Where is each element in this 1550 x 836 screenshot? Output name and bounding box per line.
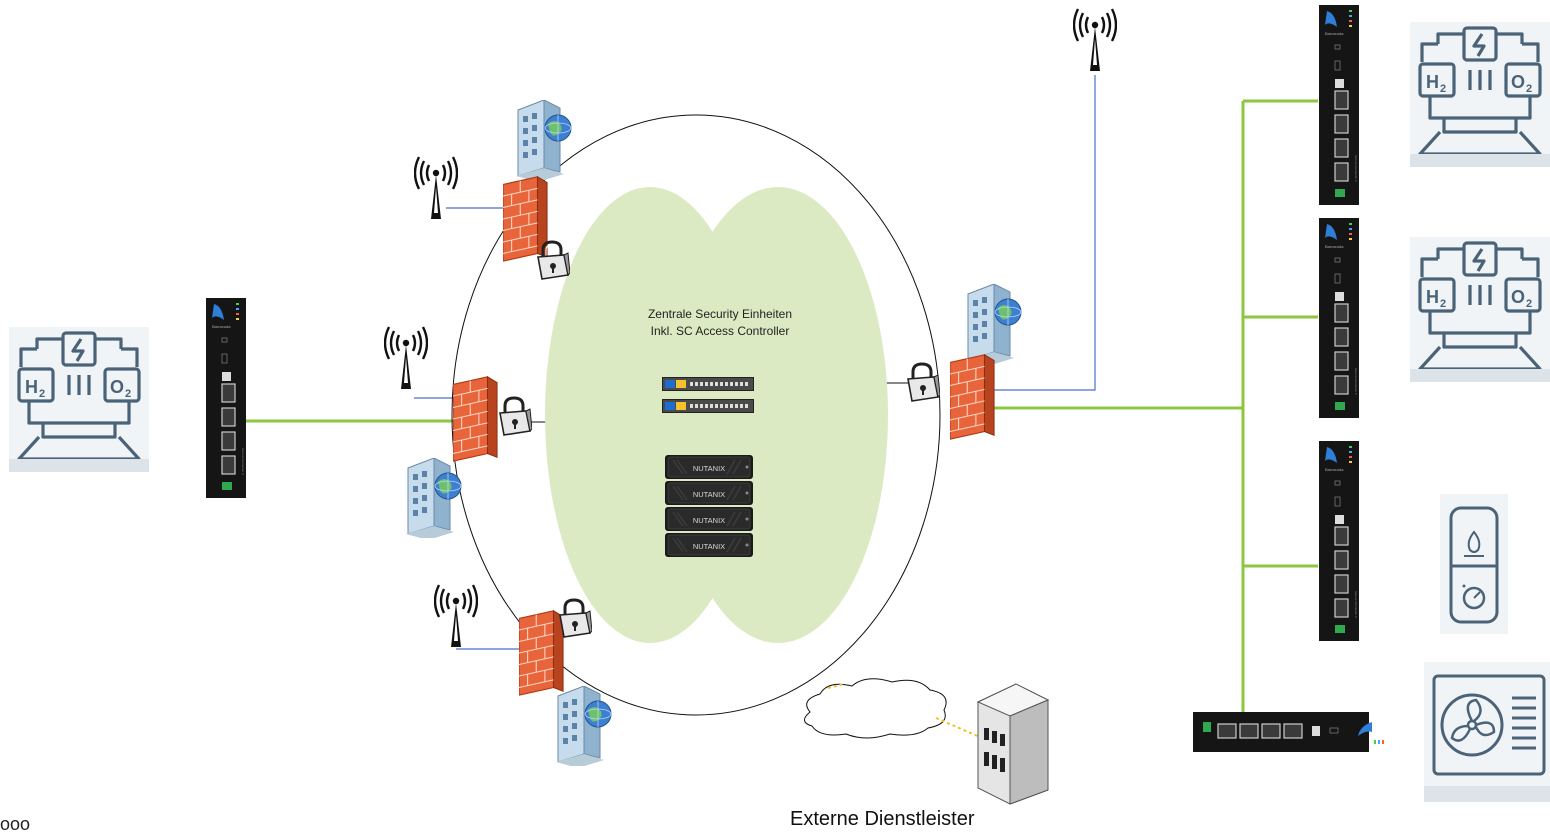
firewall-icon bbox=[453, 376, 498, 462]
cloud-icon bbox=[804, 678, 947, 739]
electrolyzer-icon bbox=[1410, 22, 1550, 167]
firewall-icon bbox=[503, 176, 548, 262]
nutanix-label: NUTANIX bbox=[693, 490, 725, 499]
nutanix-label: NUTANIX bbox=[693, 464, 725, 473]
electrolyzer-icon bbox=[1410, 237, 1550, 382]
building-server-icon bbox=[515, 100, 572, 180]
cloud-title-line1: Zentrale Security Einheiten bbox=[647, 307, 793, 321]
building-server-icon bbox=[405, 458, 462, 538]
antenna-icon bbox=[434, 583, 478, 649]
switch-icon bbox=[662, 377, 754, 391]
antenna-icon bbox=[384, 325, 428, 391]
padlock-icon bbox=[558, 598, 592, 639]
external-provider-label: Externe Dienstleister bbox=[790, 808, 975, 830]
network-ring bbox=[451, 114, 941, 716]
building-server-icon bbox=[965, 284, 1022, 364]
corner-label: ooo bbox=[0, 814, 31, 834]
barracuda-appliance-icon bbox=[1318, 441, 1360, 641]
cloud-title: Zentrale Security Einheiten Inkl. SC Acc… bbox=[590, 306, 850, 340]
building-server-icon bbox=[555, 686, 612, 766]
security-cloud bbox=[545, 187, 888, 643]
barracuda-appliance-horizontal bbox=[1193, 712, 1384, 752]
nutanix-label: NUTANIX bbox=[693, 516, 725, 525]
padlock-icon bbox=[498, 396, 532, 437]
nutanix-label: NUTANIX bbox=[693, 542, 725, 551]
gas-heater-icon bbox=[1440, 494, 1508, 634]
hvac-fan-icon bbox=[1424, 662, 1550, 802]
nutanix-cluster: NUTANIX NUTANIX NUTANIX NUTANIX bbox=[665, 455, 753, 557]
switch-icon bbox=[662, 399, 754, 413]
barracuda-appliance-icon bbox=[1318, 5, 1360, 205]
electrolyzer-icon bbox=[9, 327, 149, 472]
padlock-icon bbox=[906, 362, 940, 403]
antenna-icon bbox=[414, 155, 458, 221]
barracuda-appliance-icon bbox=[1318, 218, 1360, 418]
padlock-icon bbox=[536, 240, 570, 281]
link-antenna-right bbox=[990, 75, 1096, 391]
blue-links bbox=[414, 75, 1096, 650]
dotted-link-datacenter bbox=[935, 717, 983, 739]
cloud-title-line2: Inkl. SC Access Controller bbox=[650, 324, 790, 338]
firewall-icon bbox=[519, 610, 564, 696]
green-links bbox=[246, 99, 1318, 712]
barracuda-appliance-icon bbox=[206, 298, 246, 498]
firewall-icon bbox=[950, 354, 995, 440]
antenna-icon bbox=[1073, 7, 1117, 73]
datacenter-icon bbox=[976, 683, 1050, 805]
dotted-link-cloud bbox=[827, 683, 845, 689]
